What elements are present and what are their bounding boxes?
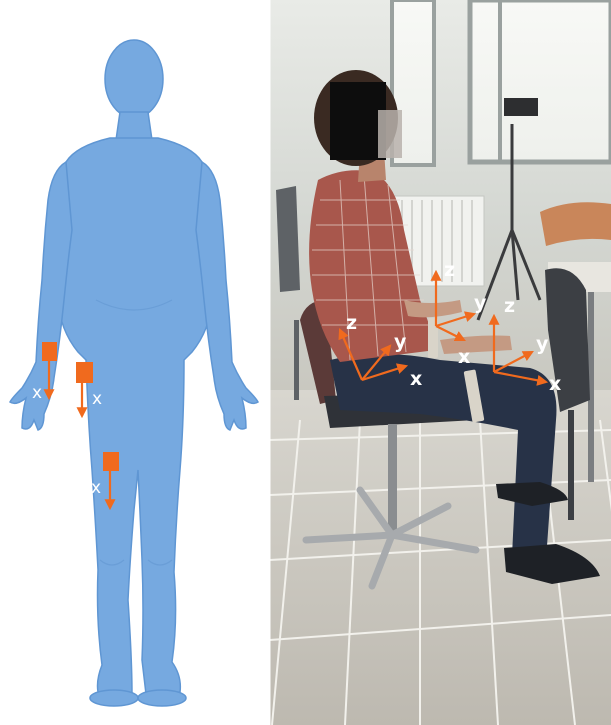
left-chair-back	[276, 186, 300, 292]
face-anonymization-block	[330, 82, 386, 160]
frame-left-x-label: x	[410, 368, 422, 390]
window-right	[470, 0, 611, 162]
body-head	[105, 40, 163, 118]
sensor-wrist-axis-label: x	[32, 383, 42, 403]
sensor-knee-axis-label: x	[91, 478, 101, 498]
sensor-hip-box	[76, 362, 93, 383]
sensor-wrist-box	[42, 342, 57, 361]
body-left-foot	[90, 690, 138, 706]
frame-right-z-label: z	[504, 295, 515, 317]
window-right-pane	[470, 0, 611, 162]
frame-center-x-label: x	[458, 346, 470, 368]
sensor-hip-axis-label: x	[92, 389, 102, 409]
camera-body	[504, 98, 538, 116]
frame-left-y-label: y	[394, 331, 407, 353]
frame-right-x-label: x	[549, 373, 561, 395]
frame-center-y-label: y	[474, 292, 487, 314]
body-neck	[116, 112, 152, 140]
body-right-foot	[138, 690, 186, 706]
sensor-knee-box	[103, 452, 119, 471]
frame-center-z-label: z	[444, 259, 455, 281]
right-panel: z y x z y x z y x	[270, 0, 611, 725]
office-chair-column	[388, 424, 397, 534]
right-chair-leg	[568, 410, 574, 520]
frame-left-z-label: z	[346, 312, 357, 334]
office-chair-base-leg	[306, 535, 392, 540]
face-blur	[378, 110, 402, 158]
frame-right-y-label: y	[536, 333, 549, 355]
left-panel: x x x	[0, 0, 270, 725]
left-chair-leg	[294, 320, 299, 400]
